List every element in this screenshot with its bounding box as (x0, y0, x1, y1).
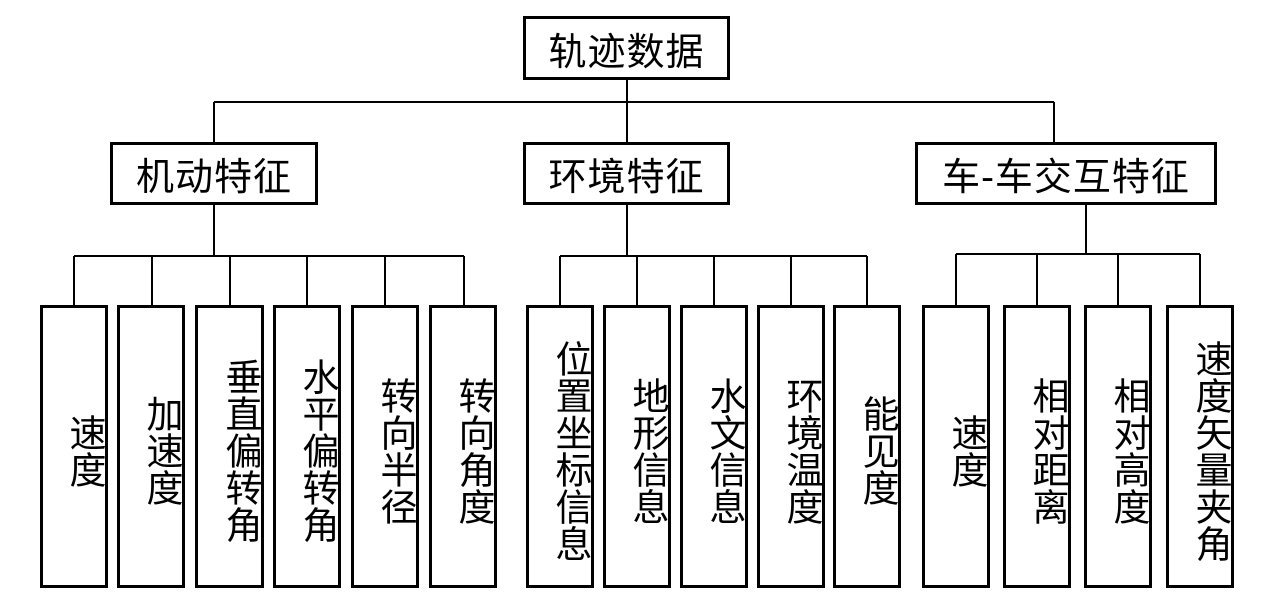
leaf-node-visibility: 能见度 (833, 305, 901, 588)
leaf-node-horizontal-deflection-angle: 水平偏转角 (273, 305, 341, 588)
leaf-node-speed: 速度 (40, 305, 108, 588)
leaf-label: 位置坐标信息 (549, 339, 592, 562)
leaf-node-hydrology-info: 水文信息 (680, 305, 748, 588)
leaf-label: 速度 (945, 413, 988, 488)
category-node-vehicle-interaction: 车-车交互特征 (915, 142, 1217, 205)
leaf-label: 加速度 (140, 395, 183, 506)
leaf-node-relative-distance: 相对距离 (1003, 305, 1071, 588)
category-node-environment: 环境特征 (523, 142, 730, 205)
leaf-label: 转向半径 (374, 376, 417, 525)
leaf-label: 相对距离 (1026, 376, 1069, 525)
leaf-label: 能见度 (856, 395, 899, 506)
leaf-label: 垂直偏转角 (219, 358, 262, 543)
leaf-node-position-coordinates: 位置坐标信息 (526, 305, 594, 588)
leaf-label: 环境温度 (780, 376, 823, 525)
leaf-node-environment-temperature: 环境温度 (757, 305, 825, 588)
leaf-label: 速度矢量夹角 (1189, 339, 1232, 562)
leaf-label: 水文信息 (703, 376, 746, 525)
root-node: 轨迹数据 (523, 16, 730, 80)
category-node-maneuver: 机动特征 (110, 142, 318, 205)
leaf-label: 水平偏转角 (296, 358, 339, 543)
leaf-node-turning-radius: 转向半径 (351, 305, 419, 588)
leaf-node-acceleration: 加速度 (117, 305, 185, 588)
leaf-label: 相对高度 (1107, 376, 1150, 525)
leaf-node-turning-angle: 转向角度 (429, 305, 497, 588)
leaf-node-velocity-vector-angle: 速度矢量夹角 (1166, 305, 1234, 588)
leaf-node-speed-interaction: 速度 (922, 305, 990, 588)
leaf-node-vertical-deflection-angle: 垂直偏转角 (195, 305, 264, 588)
leaf-label: 地形信息 (626, 376, 669, 525)
leaf-node-relative-height: 相对高度 (1084, 305, 1152, 588)
leaf-label: 转向角度 (452, 376, 495, 525)
leaf-label: 速度 (63, 413, 106, 488)
leaf-node-terrain-info: 地形信息 (603, 305, 671, 588)
